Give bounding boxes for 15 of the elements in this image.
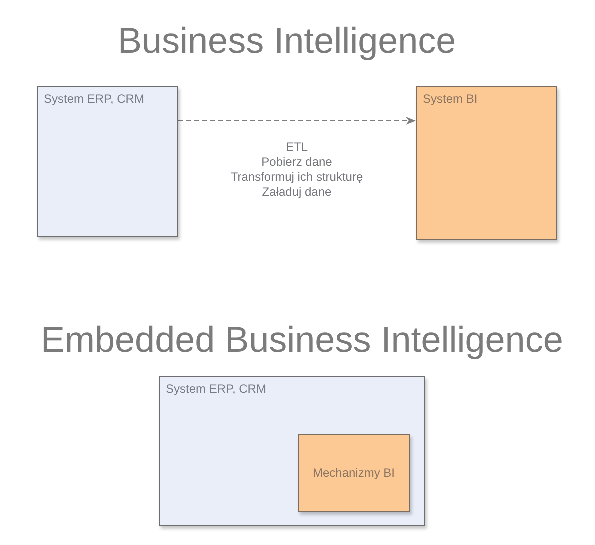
annotation-text: Pobierz dane (262, 155, 332, 170)
annotation-text: ETL (286, 140, 308, 155)
box-label: System BI (423, 92, 478, 106)
dashed-arrow (178, 117, 416, 125)
system-box (159, 376, 425, 526)
system-box (416, 86, 557, 240)
section-heading: Embedded Business Intelligence (41, 319, 564, 360)
system-box (37, 86, 178, 237)
box-label: Mechanizmy BI (312, 466, 396, 480)
module-box (298, 434, 410, 512)
diagram-title: Business Intelligence (118, 20, 456, 62)
box-label: System ERP, CRM (44, 92, 144, 106)
annotation-text: Transformuj ich strukturę (230, 170, 364, 185)
box-label: System ERP, CRM (166, 382, 266, 396)
annotation-text: Załaduj dane (262, 185, 332, 200)
